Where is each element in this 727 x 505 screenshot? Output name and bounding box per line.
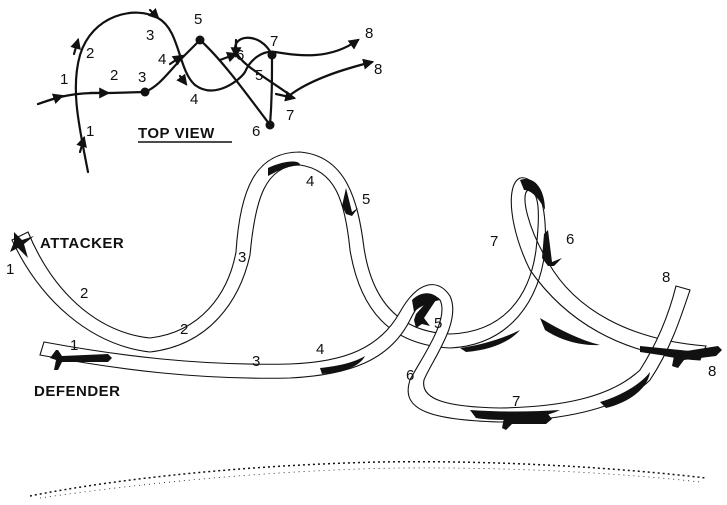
top-num-d7: 7: [286, 107, 294, 124]
top-num-d8: 8: [374, 61, 382, 78]
attacker-jet-5: [342, 188, 358, 216]
top-num-d4a: 4: [158, 51, 166, 68]
top-num-d4b: 4: [190, 91, 198, 108]
side-num-a7: 7: [490, 233, 498, 250]
defender-jet-8: [672, 346, 722, 368]
top-num-a7: 7: [270, 33, 278, 50]
side-num-a5: 5: [362, 191, 370, 208]
top-num-d1: 1: [86, 123, 94, 140]
side-num-a4: 4: [306, 173, 314, 190]
side-num-d3: 3: [252, 353, 260, 370]
side-num-d7: 7: [512, 393, 520, 410]
side-num-a8: 8: [662, 269, 670, 286]
defender-jet-5: [414, 296, 436, 328]
top-num-d6: 6: [252, 123, 260, 140]
attacker-jet-6: [542, 230, 562, 266]
side-num-a3: 3: [238, 249, 246, 266]
side-num-d4: 4: [316, 341, 324, 358]
top-view-label: TOP VIEW: [138, 125, 215, 142]
attacker-ribbon: [11, 151, 707, 361]
side-num-d5: 5: [434, 315, 442, 332]
top-num-a2: 2: [86, 45, 94, 62]
top-num-a6: 6: [236, 47, 244, 64]
top-num-a5: 5: [194, 11, 202, 28]
defender-jet-7: [502, 414, 552, 430]
attacker-label: ATTACKER: [40, 235, 124, 252]
side-num-d2: 2: [180, 321, 188, 338]
side-num-a1: 1: [6, 261, 14, 278]
defender-label: DEFENDER: [34, 383, 121, 400]
ground-horizon-line: [29, 460, 707, 497]
defender-jet-1: [50, 350, 112, 370]
top-num-d5: 5: [255, 67, 263, 84]
side-num-a2: 2: [80, 285, 88, 302]
aircraft-silhouettes: [10, 188, 722, 430]
defender-ribbon: [39, 284, 691, 423]
top-view-diagram: 1 2 3 5 6 7 8 1 2 3 4 4 5 6 7 8 TOP VIEW: [36, 7, 382, 174]
top-num-a3: 3: [146, 27, 154, 44]
top-num-d3: 3: [138, 69, 146, 86]
side-num-d6: 6: [406, 367, 414, 384]
top-num-d2: 2: [110, 67, 118, 84]
attacker-jet-1: [10, 232, 34, 258]
side-num-d1: 1: [70, 337, 78, 354]
side-num-a6: 6: [566, 231, 574, 248]
top-num-a8: 8: [365, 25, 373, 42]
side-num-d8: 8: [708, 363, 716, 380]
side-view-diagram: 1 2 3 4 5 6 7 8 1 2 3 4 5 6 7 8 ATTACKER…: [6, 151, 722, 430]
top-num-a1: 1: [60, 71, 68, 88]
